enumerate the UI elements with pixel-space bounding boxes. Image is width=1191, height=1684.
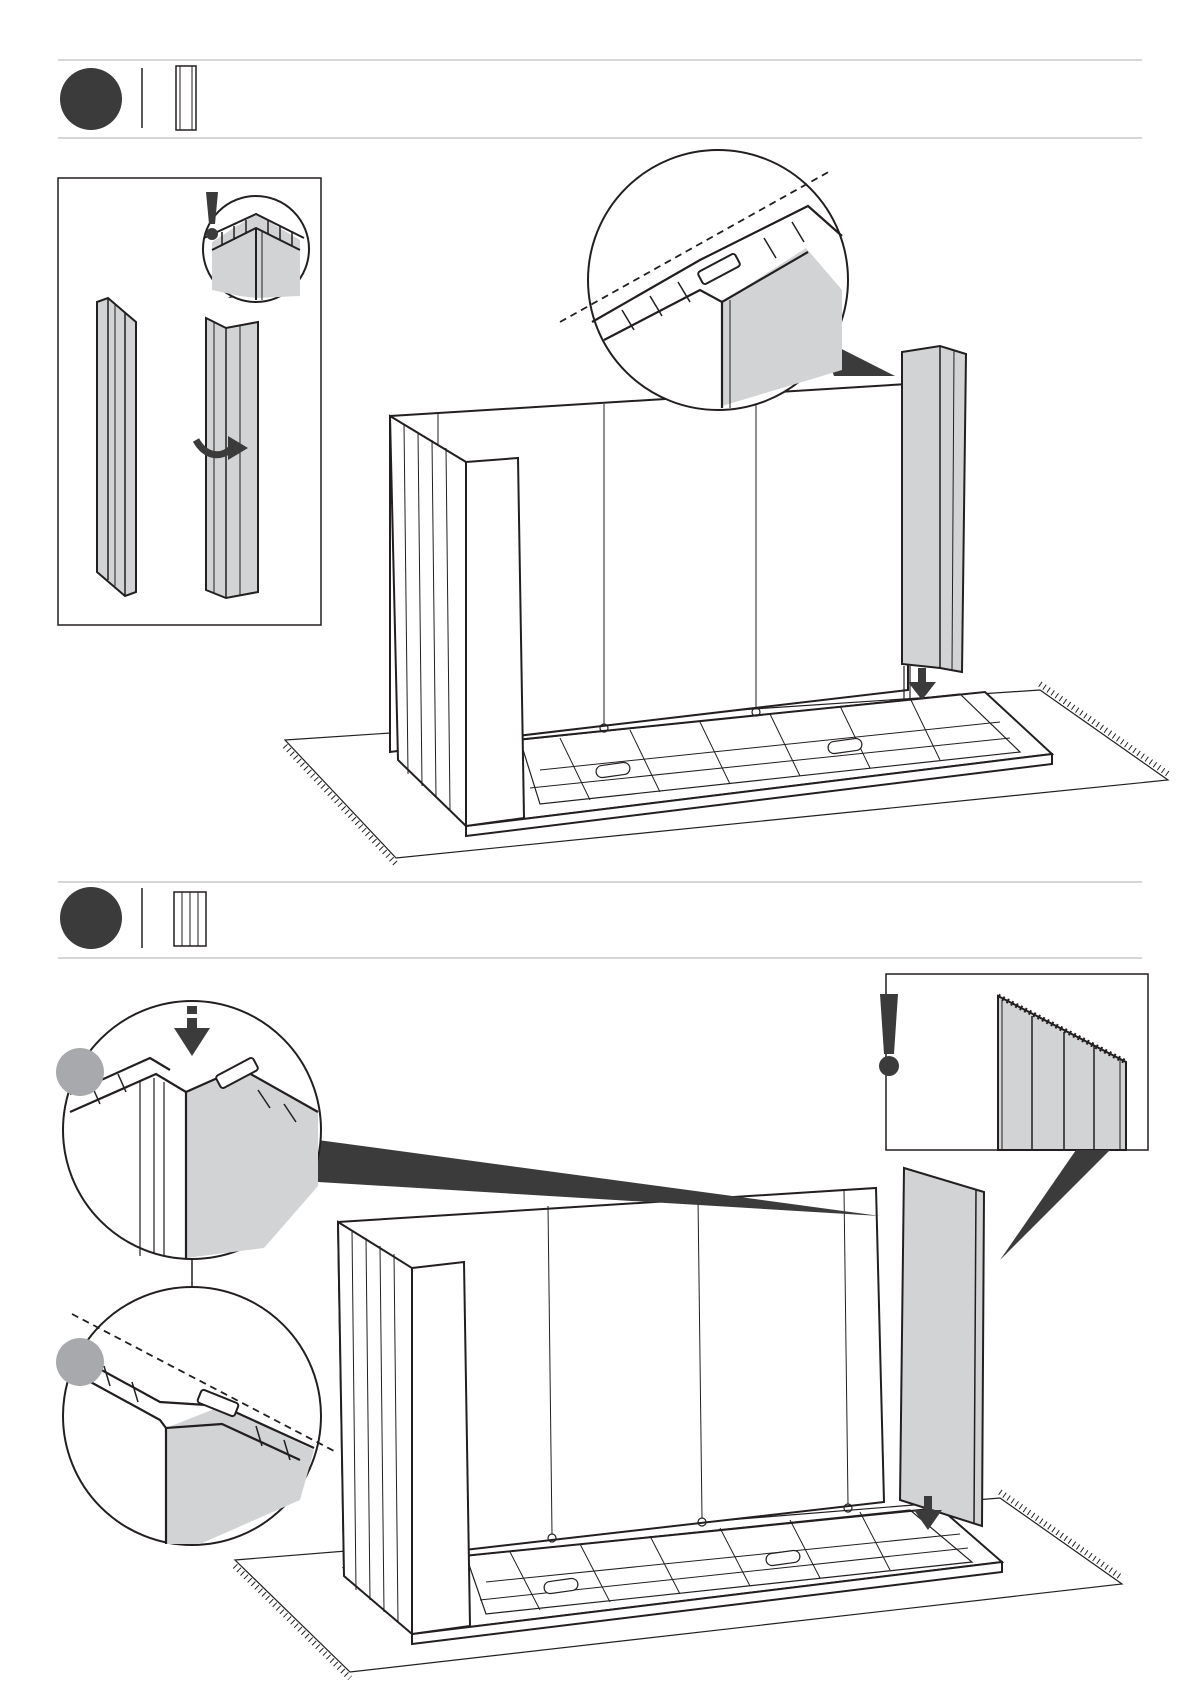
step-1-assembly xyxy=(285,150,1168,864)
flat-panel-illustration xyxy=(97,298,136,596)
arrow-down-icon xyxy=(908,668,936,700)
top-slot-detail-zoom xyxy=(560,150,848,410)
multi-rib-panel-icon xyxy=(174,892,206,946)
insert-from-top-detail xyxy=(56,1001,321,1259)
step-1-header xyxy=(58,60,1142,138)
left-side-wall xyxy=(390,416,524,826)
step-2-badge xyxy=(60,887,122,949)
step-1-inset xyxy=(58,178,321,625)
corner-panel-being-inserted xyxy=(902,346,966,700)
top-slot-aligned-detail xyxy=(56,1287,336,1545)
detail-marker-b xyxy=(56,1338,104,1386)
inset-pointer xyxy=(1000,1150,1110,1260)
step-2-header xyxy=(58,882,1142,958)
detail-marker-a xyxy=(56,1048,104,1096)
step-1-badge xyxy=(60,68,122,130)
ribbed-panel-being-inserted xyxy=(900,1168,984,1526)
single-panel-icon xyxy=(176,66,196,130)
left-side-wall xyxy=(338,1222,470,1634)
